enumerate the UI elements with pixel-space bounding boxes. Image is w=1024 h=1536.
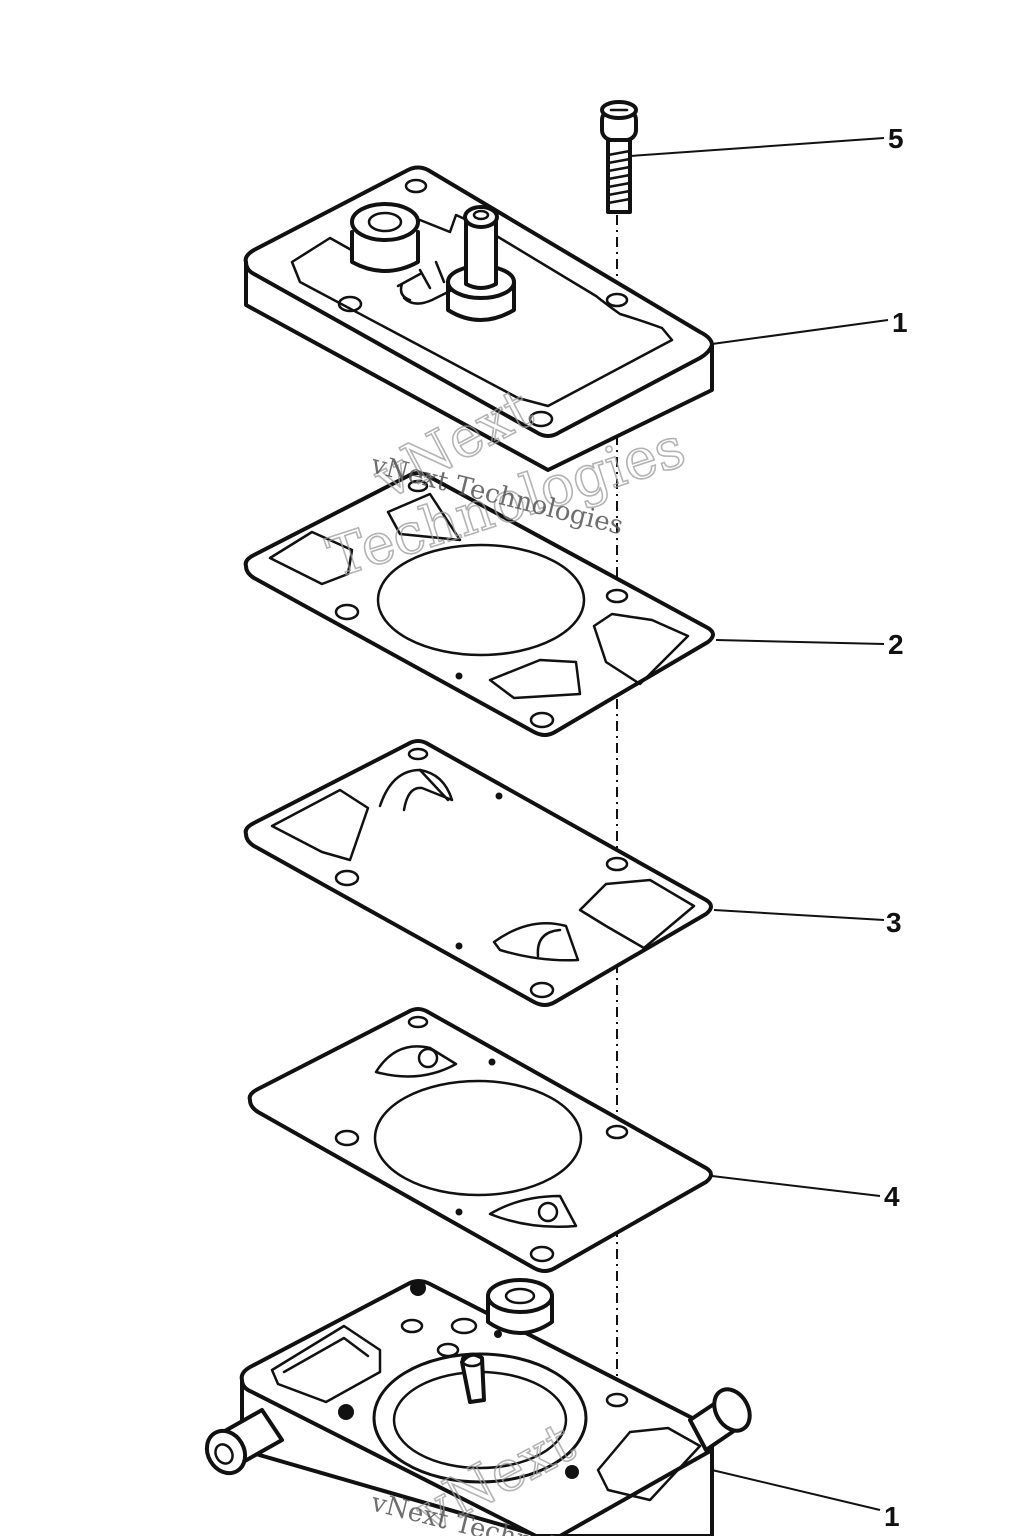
callout-label-gasket-upper: 2 (888, 629, 904, 660)
leader-lines (629, 137, 889, 1511)
screw-part (600, 100, 638, 214)
callout-label-pump-body: 1 (884, 1501, 900, 1532)
callout-label-diaphragm-lower: 4 (884, 1181, 900, 1212)
callout-label-diaphragm-valve: 3 (886, 907, 902, 938)
top-cover-part (243, 165, 714, 472)
callout-label-top-cover: 1 (892, 307, 908, 338)
callout-label-screw: 5 (888, 123, 904, 154)
pump-body-part (204, 1278, 752, 1536)
gasket-upper-part (243, 471, 715, 737)
diaphragm-valve-part (243, 739, 713, 1007)
diaphragm-lower-part (247, 1007, 713, 1273)
